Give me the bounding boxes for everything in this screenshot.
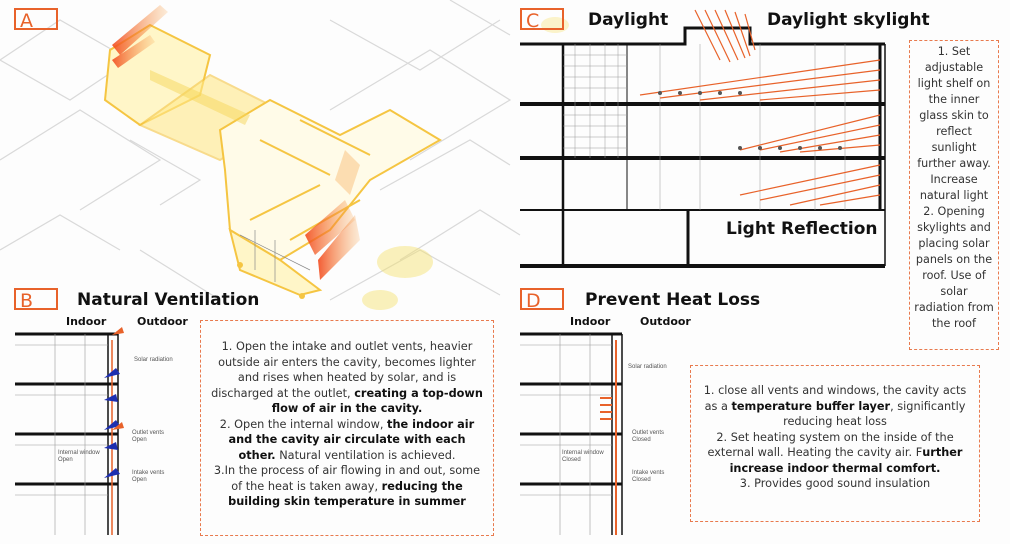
daylight-skylight-title: Daylight skylight bbox=[767, 10, 930, 30]
panel-b-note-p2: 2. Open the internal window, bbox=[219, 417, 388, 431]
panel-b-note-p3-bold: reducing the building skin temperature i… bbox=[228, 479, 466, 509]
daylight-title: Daylight bbox=[588, 10, 669, 30]
panel-b-note-p1: 1. Open the intake and outlet vents, hea… bbox=[211, 340, 476, 400]
panel-d-indoor-label: Indoor bbox=[570, 315, 611, 328]
panel-d-note-p3: 3. Provides good sound insulation bbox=[739, 477, 931, 490]
panel-d-outlet-label: Outlet vents Closed bbox=[632, 430, 665, 443]
panel-d-note-p2: 2. Set heating system on the inside of t… bbox=[707, 430, 954, 460]
panel-d-note-p1-bold: temperature buffer layer bbox=[731, 399, 891, 413]
panel-b-intake-label: Intake vents Open bbox=[132, 470, 165, 483]
panel-b-note-p2-bold: the indoor air and the cavity air circul… bbox=[228, 417, 475, 462]
panel-b-outlet-label: Outlet vents Open bbox=[132, 430, 165, 443]
panel-d-note-p1-end: , significantly reducing heat loss bbox=[783, 399, 966, 429]
panel-d-note-p1: 1. close all vents and windows, the cavi… bbox=[703, 384, 967, 413]
panel-b-window-label: Internal window Open bbox=[58, 450, 100, 463]
panel-c-note: 1. Set adjustable light shelf on the inn… bbox=[909, 40, 999, 350]
panel-a-tag: A bbox=[14, 8, 58, 32]
panel-d-tag: D bbox=[520, 288, 564, 312]
panel-b-note: 1. Open the intake and outlet vents, hea… bbox=[200, 320, 494, 536]
panel-d-note-p2-bold: urther increase indoor thermal comfort. bbox=[729, 446, 963, 475]
panel-d-note: 1. close all vents and windows, the cavi… bbox=[690, 365, 980, 522]
panel-d-intake-label: Intake vents Closed bbox=[632, 470, 665, 483]
panel-b-indoor-label: Indoor bbox=[66, 315, 107, 328]
panel-b-outdoor-label: Outdoor bbox=[137, 315, 188, 328]
light-reflection-title: Light Reflection bbox=[726, 219, 878, 239]
panel-d-solar-label: Solar radiation bbox=[628, 364, 667, 370]
panel-d-outdoor-label: Outdoor bbox=[640, 315, 691, 328]
panel-b-note-p2-end: Natural ventilation is achieved. bbox=[275, 448, 456, 462]
panel-d-window-label: Internal window Closed bbox=[562, 450, 604, 463]
panel-b-tag: B bbox=[14, 288, 58, 312]
panel-b-solar-label: Solar radiation bbox=[134, 357, 173, 363]
panel-c-tag: C bbox=[520, 8, 564, 32]
panel-b-title: Natural Ventilation bbox=[77, 290, 260, 310]
panel-c-note-text: 1. Set adjustable light shelf on the inn… bbox=[914, 45, 994, 330]
panel-b-note-p1-bold: creating a top-down flow of air in the c… bbox=[271, 386, 483, 416]
panel-d-title: Prevent Heat Loss bbox=[585, 290, 761, 310]
panel-b-note-p3: 3.In the process of air flowing in and o… bbox=[213, 464, 481, 493]
